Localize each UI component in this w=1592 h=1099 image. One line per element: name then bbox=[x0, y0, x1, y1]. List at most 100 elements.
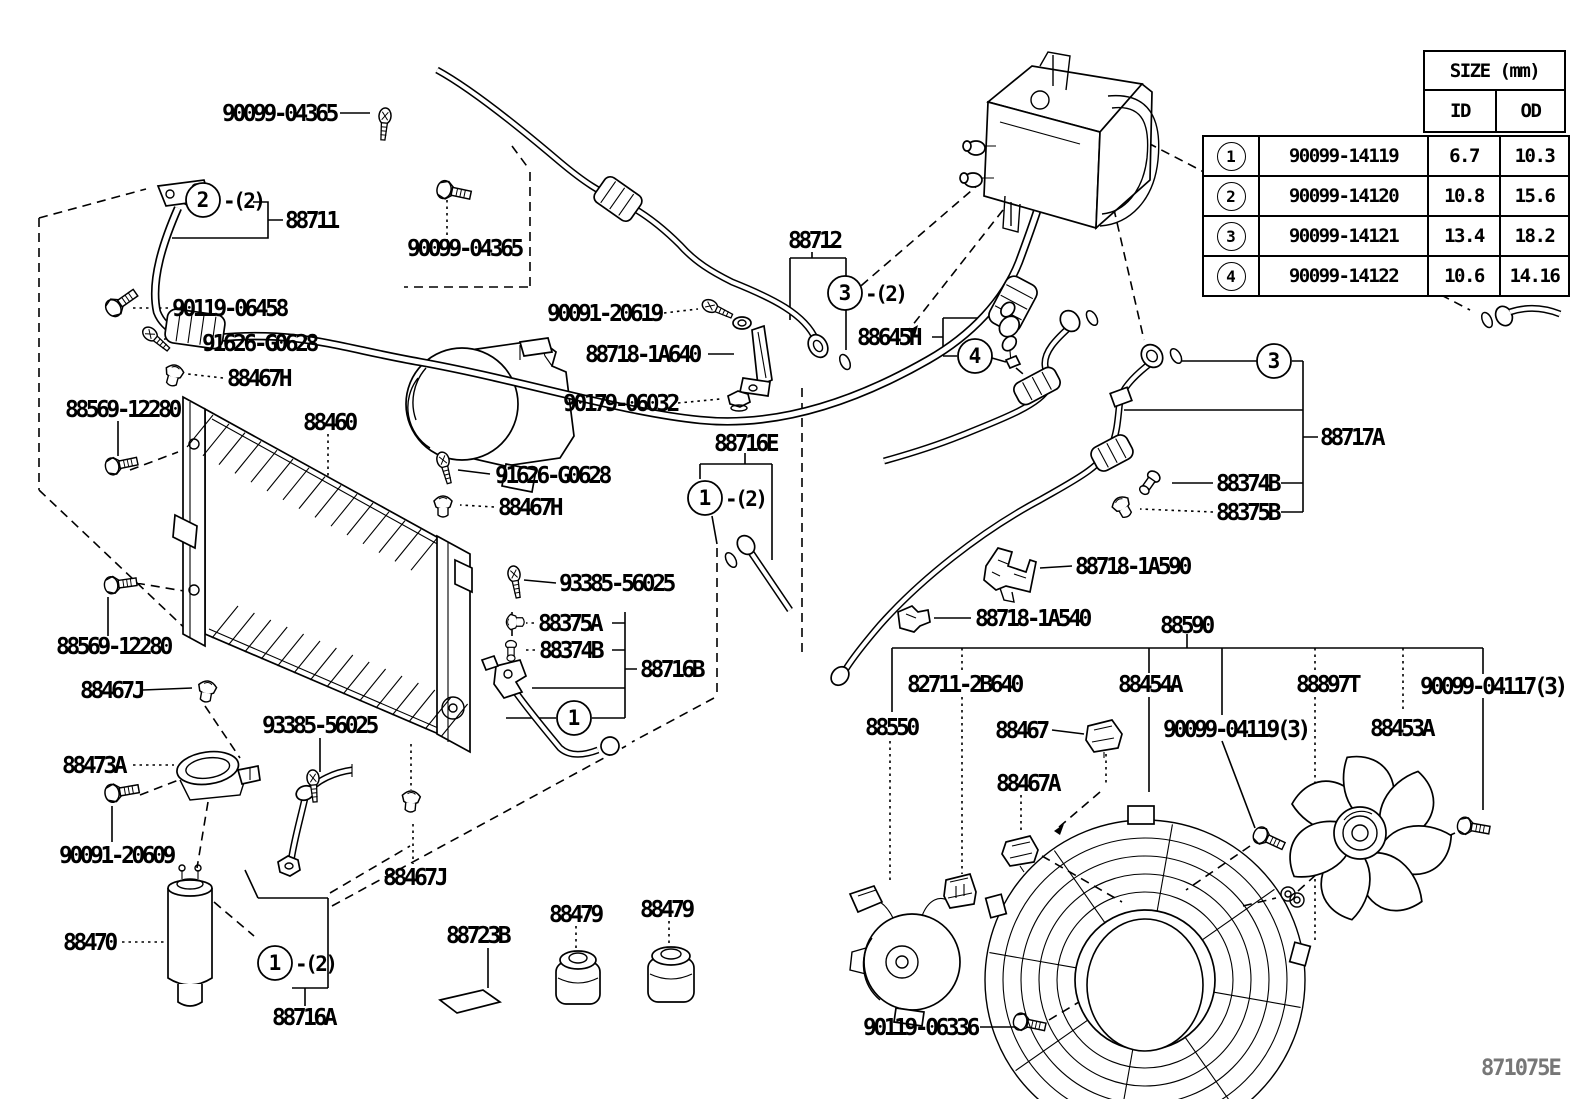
size-row: 3 90099-14121 13.4 18.2 bbox=[1202, 215, 1570, 257]
part-number-label[interactable]: 90099-04365 bbox=[222, 101, 342, 127]
svg-text:3: 3 bbox=[1268, 349, 1281, 373]
part-number-label[interactable]: 93385-56025 bbox=[559, 571, 679, 597]
part-number-label[interactable]: 90119-06458 bbox=[172, 296, 292, 322]
size-row-od: 10.3 bbox=[1499, 135, 1570, 177]
part-number-label[interactable]: 88711 bbox=[285, 208, 343, 234]
callout-4[interactable]: 4 bbox=[957, 338, 993, 374]
part-number-label[interactable]: 88718-1A540 bbox=[975, 606, 1095, 632]
part-number-label[interactable]: 88374B bbox=[1216, 471, 1285, 497]
svg-text:4: 4 bbox=[969, 344, 982, 368]
part-number-label[interactable]: 88375B bbox=[1216, 500, 1285, 526]
part-number-label[interactable]: 88460 bbox=[303, 410, 361, 436]
part-number-label[interactable]: 90119-06336 bbox=[863, 1015, 983, 1041]
part-number-label[interactable]: 88716A bbox=[272, 1005, 341, 1031]
size-row: 2 90099-14120 10.8 15.6 bbox=[1202, 175, 1570, 217]
part-number-label[interactable]: 88467J bbox=[80, 678, 147, 704]
clamp-88473a bbox=[102, 750, 261, 805]
part-number-label[interactable]: 88569-12280 bbox=[56, 634, 176, 660]
callout-1[interactable]: 1-(2) bbox=[257, 945, 338, 981]
part-number-label[interactable]: 93385-56025 bbox=[262, 713, 382, 739]
part-number-label[interactable]: 90099-04119(3) bbox=[1163, 717, 1311, 743]
callout-3[interactable]: 3-(2) bbox=[827, 275, 908, 311]
callout-2[interactable]: 2 -(2) bbox=[185, 182, 266, 218]
part-number-label[interactable]: 88467H bbox=[227, 366, 295, 392]
part-number-label[interactable]: 88454A bbox=[1118, 672, 1187, 698]
clip-88467a bbox=[1001, 835, 1039, 873]
suction-pipe-88717a bbox=[830, 304, 1562, 687]
part-number-label[interactable]: 88375A bbox=[538, 611, 607, 637]
callout-1[interactable]: 1-(2) bbox=[687, 480, 768, 516]
part-number-label[interactable]: 88374B bbox=[539, 638, 608, 664]
size-table-title: SIZE (mm) bbox=[1423, 50, 1566, 91]
svg-text:1: 1 bbox=[568, 706, 581, 730]
part-number-label[interactable]: 91626-G0628 bbox=[202, 331, 322, 357]
part-number-label[interactable]: 88479 bbox=[549, 902, 607, 928]
part-number-label[interactable]: 90099-04117(3) bbox=[1420, 674, 1568, 700]
size-row-part[interactable]: 90099-14121 bbox=[1258, 215, 1429, 257]
part-number-label[interactable]: 88723B bbox=[446, 923, 515, 949]
size-row-od: 18.2 bbox=[1499, 215, 1570, 257]
part-number-label[interactable]: 88716E bbox=[714, 431, 782, 457]
part-number-label[interactable]: 88473A bbox=[62, 753, 131, 779]
part-number-label[interactable]: 88590 bbox=[1160, 613, 1218, 639]
part-number-label[interactable]: 88550 bbox=[865, 715, 923, 741]
part-number-label[interactable]: 90091-20609 bbox=[59, 843, 179, 869]
cooling-fan bbox=[1289, 755, 1453, 921]
size-row: 1 90099-14119 6.7 10.3 bbox=[1202, 135, 1570, 177]
pipe-bracket-1a590 bbox=[983, 547, 1037, 603]
part-number-label[interactable]: 90091-20619 bbox=[547, 301, 667, 327]
part-number-label[interactable]: 88467 bbox=[995, 718, 1053, 744]
evaporator-unit bbox=[959, 51, 1160, 233]
part-number-label[interactable]: 88717A bbox=[1320, 425, 1389, 451]
pipe-88716b bbox=[480, 564, 620, 758]
size-row-part[interactable]: 90099-14119 bbox=[1258, 135, 1429, 177]
part-number-label[interactable]: 88467J bbox=[383, 865, 450, 891]
pipe-88716e bbox=[722, 534, 793, 612]
size-row-id: 6.7 bbox=[1427, 135, 1501, 177]
condenser-fins bbox=[186, 414, 469, 737]
part-number-label[interactable]: 91626-G0628 bbox=[495, 463, 615, 489]
size-row-id: 10.6 bbox=[1427, 255, 1501, 297]
size-row-od: 15.6 bbox=[1499, 175, 1570, 217]
fan-motor bbox=[848, 884, 961, 1027]
svg-text:2: 2 bbox=[197, 188, 210, 212]
size-row-callout: 4 bbox=[1216, 261, 1246, 291]
size-row: 4 90099-14122 10.6 14.16 bbox=[1202, 255, 1570, 297]
size-row-callout: 2 bbox=[1216, 181, 1246, 211]
pipe-bracket-1a540 bbox=[897, 604, 931, 633]
part-number-label[interactable]: 88718-1A590 bbox=[1075, 554, 1195, 580]
part-number-label[interactable]: 88897T bbox=[1296, 672, 1364, 698]
size-row-id: 10.8 bbox=[1427, 175, 1501, 217]
part-number-label[interactable]: 88467A bbox=[996, 771, 1065, 797]
part-number-label[interactable]: 90099-04365 bbox=[407, 236, 527, 262]
svg-text:-(2): -(2) bbox=[295, 952, 336, 976]
part-number-label[interactable]: 88467H bbox=[498, 495, 566, 521]
svg-text:1: 1 bbox=[699, 486, 712, 510]
size-row-od: 14.16 bbox=[1499, 255, 1570, 297]
receiver-drier-88470 bbox=[167, 864, 213, 1007]
part-number-label[interactable]: 88716B bbox=[640, 657, 709, 683]
svg-text:-(2): -(2) bbox=[223, 189, 264, 213]
part-number-label[interactable]: 88569-12280 bbox=[65, 397, 185, 423]
part-number-label[interactable]: 88470 bbox=[63, 930, 121, 956]
part-number-label[interactable]: 88712 bbox=[788, 228, 845, 254]
size-col-id: ID bbox=[1423, 89, 1497, 133]
part-number-label[interactable]: 82711-2B640 bbox=[907, 672, 1027, 698]
part-number-label[interactable]: 90179-06032 bbox=[563, 391, 682, 417]
callouts: 2-(2)3-(2)41-(2)131-(2) bbox=[185, 182, 1292, 981]
desiccant-strip-88723b bbox=[438, 989, 502, 1014]
size-row-id: 13.4 bbox=[1427, 215, 1501, 257]
part-number-label[interactable]: 88479 bbox=[640, 897, 698, 923]
part-labels: 90099-04365 88711 90119-06458 91626-G0628 88… bbox=[56, 101, 1568, 1081]
svg-text:3: 3 bbox=[839, 281, 852, 305]
size-row-part[interactable]: 90099-14120 bbox=[1258, 175, 1429, 217]
suction-hose-88711 bbox=[150, 106, 1084, 426]
part-number-label[interactable]: 88718-1A640 bbox=[585, 342, 705, 368]
part-number-label[interactable]: 88645H bbox=[857, 325, 925, 351]
callout-1[interactable]: 1 bbox=[556, 700, 592, 736]
callout-3[interactable]: 3 bbox=[1256, 343, 1292, 379]
part-number-label[interactable]: 88453A bbox=[1370, 716, 1439, 742]
size-row-part[interactable]: 90099-14122 bbox=[1258, 255, 1429, 297]
